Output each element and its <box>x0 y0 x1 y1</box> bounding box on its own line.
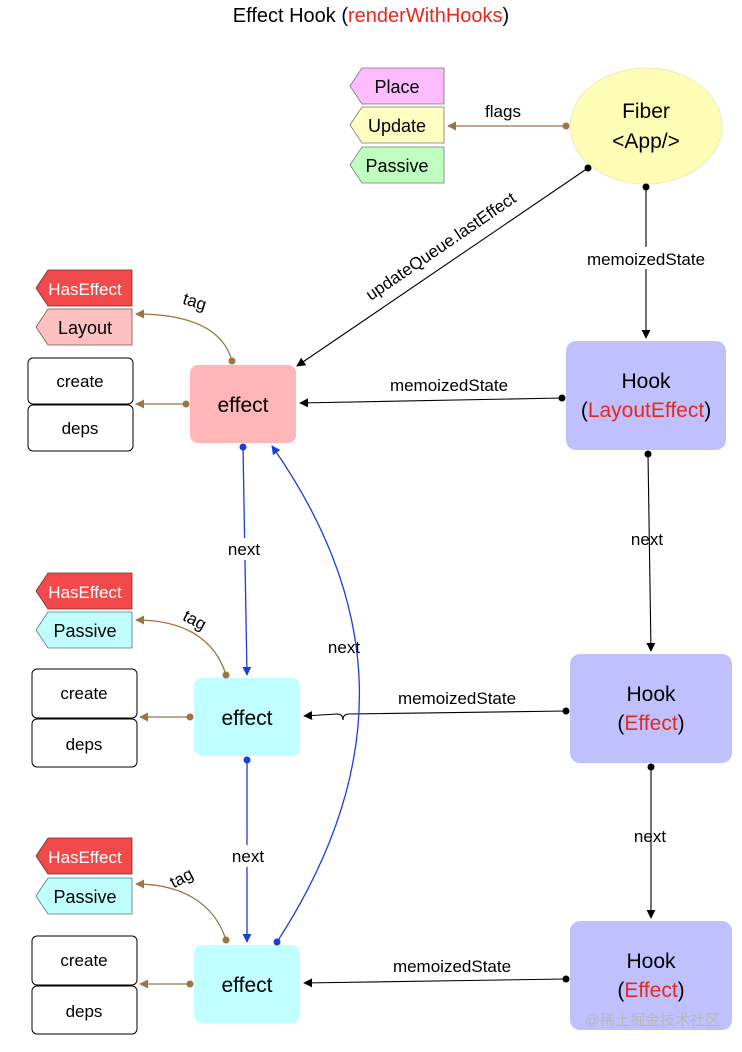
flags-edge-origin <box>562 122 570 130</box>
effect-1-tag-edge <box>135 309 233 362</box>
svg-text:(LayoutEffect): (LayoutEffect) <box>581 399 711 422</box>
svg-text:Passive: Passive <box>53 621 116 641</box>
hook-to-effect-edge-2-origin <box>562 707 570 715</box>
last-effect-edge-origin <box>584 164 592 172</box>
effect-2-tag-label: tag <box>180 606 210 634</box>
svg-text:Passive: Passive <box>53 887 116 907</box>
fiber-node <box>569 67 723 185</box>
effect-2-field-create <box>31 668 138 719</box>
last-effect-edge <box>296 167 589 367</box>
effect-2-tag-has-effect: HasEffect <box>35 572 133 610</box>
effect-next-edge-1-origin <box>239 443 247 451</box>
hook-node-effect-2: Hook (Effect) <box>570 921 732 1030</box>
hook-to-effect-label-3: memoizedState <box>393 957 511 976</box>
effect-1-field-deps <box>27 404 134 452</box>
effect-1-tag-edge-origin <box>228 357 236 365</box>
effect-2-tag-edge-origin <box>222 671 230 679</box>
hook-next-label-1: next <box>631 530 663 549</box>
effect-2-tag-passive: Passive <box>35 611 133 649</box>
hook-next-edge-2-origin <box>647 763 655 771</box>
svg-text:HasEffect: HasEffect <box>48 583 122 602</box>
svg-text:(Effect): (Effect) <box>617 712 684 735</box>
hook-node-layout-effect: Hook (LayoutEffect) <box>566 341 726 450</box>
hook-to-effect-edge-2 <box>303 710 567 721</box>
effect-node-2: effect <box>194 678 300 756</box>
effect-circular-next-edge-origin <box>273 938 281 946</box>
svg-text:Hook: Hook <box>626 950 676 973</box>
effect-3-field-create <box>31 935 138 986</box>
hook-next-edge-1-origin <box>644 450 652 458</box>
last-effect-label: updateQueue.lastEffect <box>362 188 519 304</box>
effect-next-label-2: next <box>232 847 264 866</box>
effect-3-fields-edge-origin <box>186 980 194 988</box>
effect-next-label-1-bg <box>220 538 268 560</box>
effect-3-tag-edge <box>135 879 227 941</box>
hook-to-effect-edge-3 <box>303 978 567 988</box>
fiber-title: Fiber <box>622 100 670 123</box>
flag-tag-passive: Passive <box>349 146 445 184</box>
effect-next-edge-1 <box>242 446 252 676</box>
hook-next-edge-1 <box>646 453 656 652</box>
effect-next-label-1: next <box>228 540 260 559</box>
effect-3-tag-has-effect: HasEffect <box>35 837 133 875</box>
fiber-to-hook-label: memoizedState <box>587 250 705 269</box>
watermark: @稀土掘金技术社区 <box>585 1012 720 1029</box>
diagram-title: Effect Hook (renderWithHooks) <box>233 5 509 27</box>
fiber-to-hook-label-bg <box>588 247 706 269</box>
effect-3-create-label: create <box>60 951 107 970</box>
hook-to-effect-label-1: memoizedState <box>390 376 508 395</box>
flag-tag-update: Update <box>349 106 445 144</box>
svg-text:effect: effect <box>222 707 273 730</box>
effect-3-tag-edge-origin <box>222 936 230 944</box>
effect-1-tag-has-effect: HasEffect <box>35 269 133 307</box>
svg-text:Update: Update <box>368 116 426 136</box>
svg-text:Hook: Hook <box>621 370 671 393</box>
effect-2-tag-edge <box>135 615 227 676</box>
effect-next-label-2-bg <box>224 845 272 867</box>
svg-text:Place: Place <box>374 77 419 97</box>
effect-2-deps-label: deps <box>66 735 103 754</box>
svg-text:Hook: Hook <box>626 683 676 706</box>
hook-node-effect-1: Hook (Effect) <box>570 654 732 763</box>
effect-circular-next-edge <box>271 445 360 943</box>
effect-1-deps-label: deps <box>62 419 99 438</box>
effect-node-3: effect <box>194 945 300 1023</box>
fiber-to-hook-edge-origin <box>642 183 650 191</box>
effect-1-tag-layout: Layout <box>35 308 133 346</box>
effect-2-field-deps <box>31 718 138 768</box>
flag-tag-place: Place <box>349 67 445 105</box>
effect-1-fields-edge-origin <box>182 400 190 408</box>
effect-1-tag-label: tag <box>181 289 209 314</box>
effect-circular-next-label: next <box>328 638 360 657</box>
effect-3-field-deps <box>31 985 138 1035</box>
effect-1-create-label: create <box>56 372 103 391</box>
hook-next-label-2: next <box>634 827 666 846</box>
svg-text:effect: effect <box>218 394 269 417</box>
effect-2-fields-edge-origin <box>186 713 194 721</box>
hook-to-effect-edge-1 <box>299 397 563 408</box>
hook-to-effect-edge-1-origin <box>558 394 566 402</box>
svg-text:Passive: Passive <box>365 156 428 176</box>
effect-1-field-create <box>27 357 134 405</box>
hook-to-effect-label-2: memoizedState <box>398 689 516 708</box>
effect-2-create-label: create <box>60 684 107 703</box>
svg-text:HasEffect: HasEffect <box>48 848 122 867</box>
effect-3-tag-passive: Passive <box>35 877 133 915</box>
svg-text:(Effect): (Effect) <box>617 979 684 1002</box>
effect-3-deps-label: deps <box>66 1002 103 1021</box>
svg-text:effect: effect <box>222 974 273 997</box>
hook-to-effect-edge-3-origin <box>562 975 570 983</box>
effect-next-edge-2-origin <box>243 756 251 764</box>
svg-text:HasEffect: HasEffect <box>48 280 122 299</box>
flags-label: flags <box>485 102 521 121</box>
effect-node-1: effect <box>190 365 296 443</box>
fiber-component: <App/> <box>612 130 680 153</box>
svg-text:Layout: Layout <box>58 318 112 338</box>
